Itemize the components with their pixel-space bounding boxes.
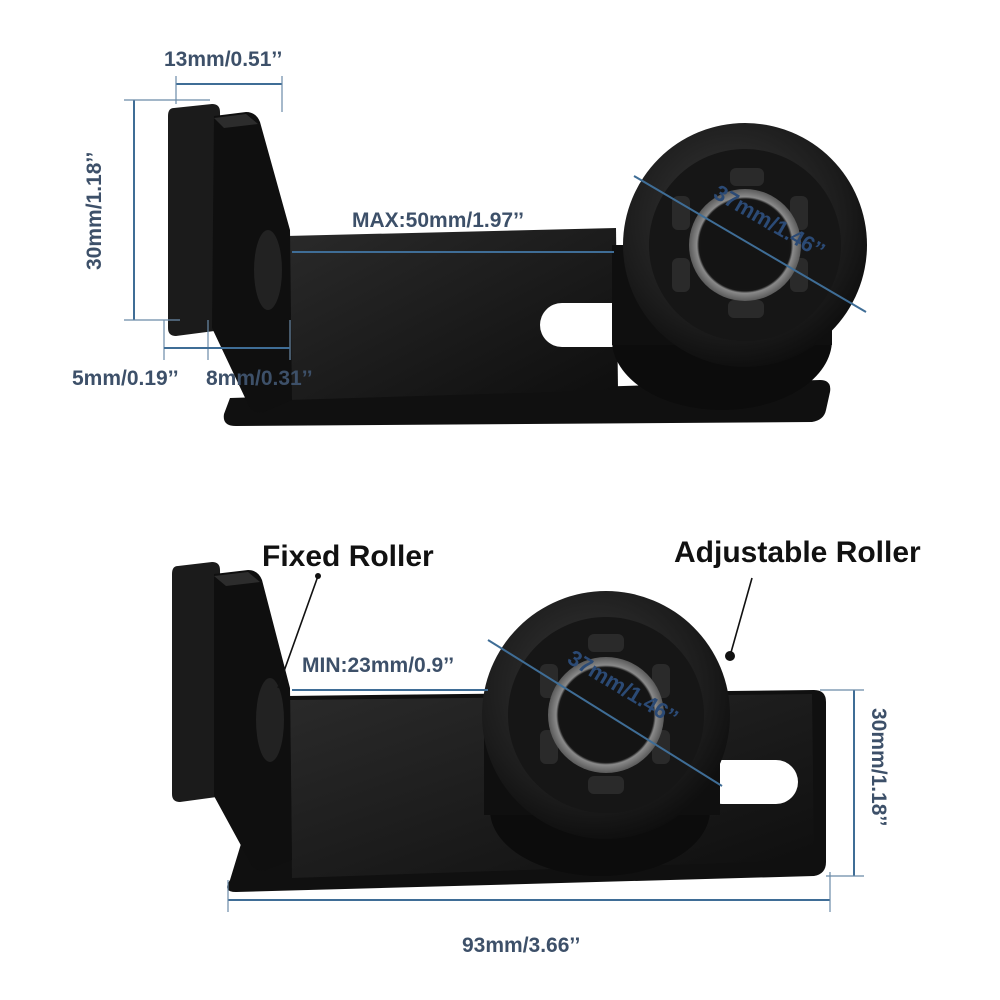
top-mounting-block	[212, 112, 292, 413]
top-door-guide	[168, 104, 867, 426]
top-dim-thickness-b-label: 8mm/0.31’’	[206, 367, 313, 390]
bottom-dim-min-gap-label: MIN:23mm/0.9’’	[302, 654, 454, 677]
bottom-dim-height-label: 30mm/1.18’’	[867, 708, 890, 826]
top-vertical-plate	[168, 104, 222, 336]
top-fixed-roller	[254, 230, 282, 310]
top-adjustable-roller	[612, 123, 867, 410]
bottom-vertical-plate	[172, 562, 224, 802]
bottom-adjust-slot	[700, 760, 798, 804]
adjustable-roller-callout: Adjustable Roller	[674, 536, 921, 569]
top-dim-width-label: 13mm/0.51’’	[164, 48, 282, 71]
top-dim-height-label: 30mm/1.18’’	[83, 152, 106, 270]
bottom-callouts: Fixed Roller Adjustable Roller	[262, 536, 921, 689]
bottom-adjustable-roller	[482, 591, 730, 876]
top-dim-max-gap-label: MAX:50mm/1.97’’	[352, 209, 524, 232]
bottom-door-guide	[172, 562, 826, 892]
top-dim-thickness-a-label: 5mm/0.19’’	[72, 367, 179, 390]
bottom-dim-length-label: 93mm/3.66’’	[462, 934, 580, 957]
bottom-fixed-roller	[256, 678, 284, 762]
bottom-mounting-block	[214, 570, 292, 871]
fixed-roller-callout: Fixed Roller	[262, 540, 434, 573]
